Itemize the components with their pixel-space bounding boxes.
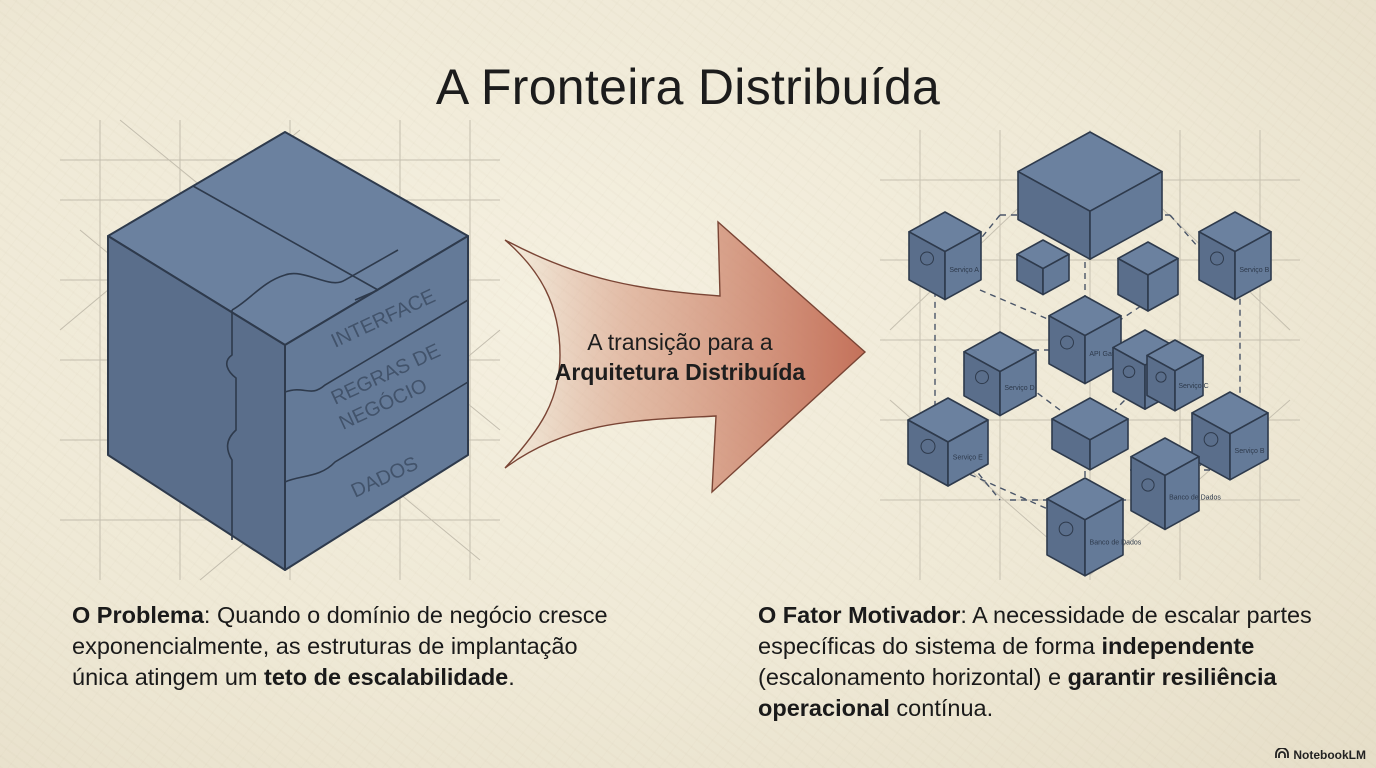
problem-lead: O Problema: [72, 602, 204, 628]
service-cube: Serviço D: [963, 331, 1037, 417]
arrow-caption-line2: Arquitetura Distribuída: [554, 359, 806, 385]
service-cube: Banco de Dados: [1046, 477, 1142, 577]
service-icon: [1203, 432, 1219, 447]
service-cube-right: [1084, 498, 1124, 577]
service-icon: [1210, 251, 1224, 266]
service-cube-right: [1164, 455, 1200, 531]
service-cube-right: [1089, 170, 1163, 261]
service-cube-right: [1174, 354, 1204, 412]
service-cube: Serviço B: [1191, 391, 1269, 481]
page-title: A Fronteira Distribuída: [435, 59, 941, 115]
service-icon: [1058, 521, 1074, 537]
service-icon: [1155, 371, 1167, 383]
motivator-lead: O Fator Motivador: [758, 602, 961, 628]
transition-arrow: [504, 220, 867, 494]
service-label: Serviço B: [1239, 267, 1269, 274]
service-icon: [1141, 478, 1155, 492]
service-cube: Serviço C: [1146, 339, 1209, 412]
service-cube-right: [1089, 418, 1129, 471]
service-label: Serviço B: [1235, 448, 1265, 455]
motivator-text-3: contínua.: [889, 695, 994, 721]
notebooklm-logo-icon: [1275, 747, 1290, 762]
service-cube-right: [944, 231, 982, 301]
service-icon: [1060, 335, 1074, 350]
service-cube: [1017, 131, 1163, 261]
monolith-cracks: [192, 185, 469, 540]
notebooklm-label: NotebookLM: [1293, 748, 1366, 762]
service-cube-right: [1042, 253, 1070, 296]
service-label: Serviço D: [1004, 385, 1034, 392]
problem-text-2: .: [508, 664, 515, 690]
motivator-bold-1: independente: [1101, 633, 1255, 659]
service-label: Serviço C: [1178, 383, 1208, 390]
service-icon: [920, 251, 934, 266]
service-cube-right: [1147, 257, 1179, 312]
service-cube: API Gateway: [1048, 295, 1131, 385]
motivator-text-1: : A necessidade de escalar partes especí…: [758, 602, 1312, 659]
service-icon: [920, 438, 936, 454]
service-cube: Serviço A: [908, 211, 982, 301]
problem-caption: O Problema: Quando o domínio de negócio …: [72, 600, 612, 693]
monolith-right-face: [284, 235, 469, 571]
motivator-bold-2: garantir resiliência operacional: [758, 664, 1277, 721]
service-cube-right: [1229, 412, 1269, 481]
service-cube: [1117, 241, 1179, 312]
problem-bold: teto de escalabilidade: [264, 664, 509, 690]
problem-text-1: : Quando o domínio de negócio cresce exp…: [72, 602, 608, 690]
service-icon: [975, 370, 989, 385]
service-cube: [1051, 397, 1129, 471]
service-cube: [1016, 239, 1070, 296]
service-label: Banco de Dados: [1090, 539, 1142, 546]
notebooklm-badge: NotebookLM: [1275, 747, 1366, 762]
arrow-caption-line1: A transição para a: [587, 329, 773, 355]
service-label: Serviço A: [949, 267, 979, 274]
service-icon: [1122, 365, 1136, 379]
service-cube: Banco de Dados: [1130, 437, 1221, 531]
service-cube: Serviço B: [1198, 211, 1272, 301]
service-cube: Serviço E: [907, 397, 989, 487]
arrow-caption: A transição para a Arquitetura Distribuí…: [520, 327, 840, 387]
service-cube-right: [1234, 231, 1272, 301]
motivator-caption: O Fator Motivador: A necessidade de esca…: [758, 600, 1318, 724]
service-label: Banco de Dados: [1169, 494, 1221, 501]
service-label: Serviço E: [953, 455, 983, 462]
service-cube-right: [999, 350, 1037, 417]
motivator-text-2: (escalonamento horizontal) e: [758, 664, 1068, 690]
service-cube-right: [947, 419, 989, 487]
service-label: API Gateway: [1089, 351, 1130, 358]
